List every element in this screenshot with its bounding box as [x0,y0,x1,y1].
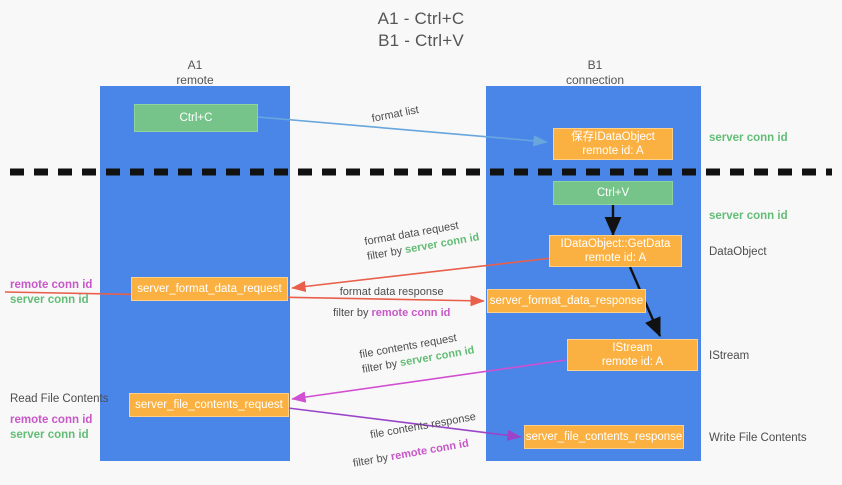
node-ctrl-c[interactable]: Ctrl+C [134,104,258,132]
node-save-idataobject-subtitle: remote id: A [582,145,644,157]
title-line-1: A1 - Ctrl+C [377,9,465,28]
edge-label-format-list: format list [371,103,421,127]
note-server-conn-id-1: server conn id [10,294,89,306]
node-save-idataobject-title: 保存IDataObject [571,131,655,143]
node-server-file-contents-request-label: server_file_contents_request [135,399,283,411]
column-a1-subtitle: remote [176,73,214,87]
filter-prefix: filter by [352,451,393,470]
node-istream-title: IStream [612,342,653,354]
column-b1-id: B1 [587,58,603,72]
node-server-format-data-response[interactable]: server_format_data_response [487,289,646,313]
node-server-format-data-request-label: server_format_data_request [137,283,282,295]
edge-label-file-contents-request: file contents request filter by server c… [358,328,476,377]
edge-label-format-list-text: format list [370,104,420,125]
node-idataobject-getdata[interactable]: IDataObject::GetData remote id: A [549,235,682,267]
node-server-file-contents-response-label: server_file_contents_response [525,431,683,443]
filter-value-remote-conn-id: remote conn id [389,437,470,464]
node-save-idataobject[interactable]: 保存IDataObject remote id: A [553,128,673,160]
filter-prefix: filter by [333,307,372,319]
edge-label-format-data-response-line2: filter by remote conn id [333,306,450,321]
column-b1-subtitle: connection [565,73,625,87]
note-remote-conn-id-1: remote conn id [10,279,93,291]
note-server-conn-id-mid: server conn id [709,210,788,222]
filter-value-remote-conn-id: remote conn id [371,307,451,319]
column-header-a1: A1 remote [130,58,260,88]
node-server-format-data-request[interactable]: server_format_data_request [131,277,288,301]
node-istream-subtitle: remote id: A [601,356,664,368]
note-write-file-contents: Write File Contents [709,432,807,444]
note-dataobject: DataObject [709,246,767,258]
node-ctrl-v[interactable]: Ctrl+V [553,181,673,205]
note-read-file-contents: Read File Contents [10,393,109,405]
node-server-file-contents-request[interactable]: server_file_contents_request [129,393,289,417]
note-server-conn-id-top: server conn id [709,132,788,144]
node-server-format-data-response-label: server_format_data_response [489,295,644,307]
edge-label-format-data-response: format data response filter by remote co… [333,285,450,321]
node-ctrl-c-label: Ctrl+C [179,112,213,124]
edge-label-format-data-request: format data request filter by server con… [363,215,481,264]
column-header-b1: B1 connection [530,58,660,88]
note-server-conn-id-2: server conn id [10,429,89,441]
node-server-file-contents-response[interactable]: server_file_contents_response [524,425,684,449]
edge-label-format-data-response-line1: format data response [339,286,444,298]
node-ctrl-v-label: Ctrl+V [596,187,630,199]
column-a1-id: A1 [187,58,203,72]
title-line-2: B1 - Ctrl+V [378,31,464,50]
edge-label-file-contents-response: file contents response filter by remote … [348,410,482,472]
node-getdata-title: IDataObject::GetData [560,238,671,250]
node-getdata-subtitle: remote id: A [584,252,647,264]
note-remote-conn-id-2: remote conn id [10,414,93,426]
node-istream[interactable]: IStream remote id: A [567,339,698,371]
note-istream: IStream [709,350,750,362]
diagram-title: A1 - Ctrl+C B1 - Ctrl+V [0,8,842,52]
